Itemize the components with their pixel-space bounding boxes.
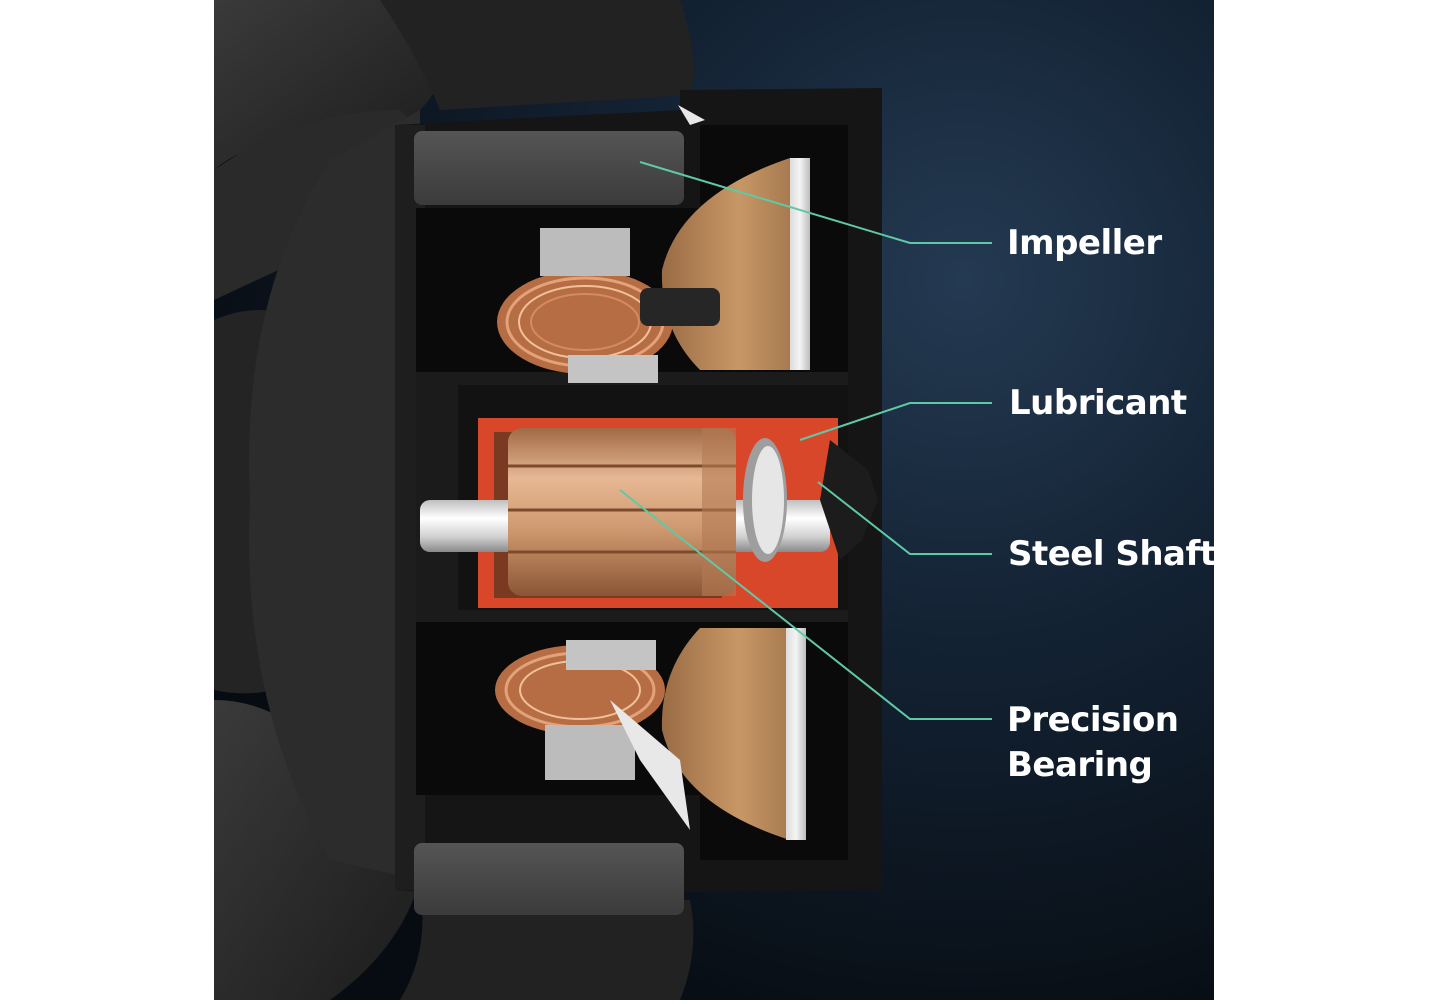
end-cap xyxy=(820,440,878,560)
label-lubricant: Lubricant xyxy=(1009,383,1187,423)
rotor-armature xyxy=(508,428,736,596)
leader-line-lubricant xyxy=(799,402,992,441)
bearing-washer xyxy=(743,438,787,562)
bottom-magnet xyxy=(414,843,684,915)
label-impeller: Impeller xyxy=(1007,223,1162,263)
label-steel-shaft: Steel Shaft xyxy=(1008,534,1216,574)
stator-coil-top xyxy=(497,228,720,383)
label-precision-bearing-line1: Precision xyxy=(1007,700,1179,740)
top-magnet xyxy=(414,131,684,205)
fan-blades xyxy=(214,0,694,1000)
leader-line-steel-shaft xyxy=(817,481,992,555)
label-precision-bearing-line2: Bearing xyxy=(1007,745,1153,785)
stator-coil-bottom xyxy=(495,640,690,830)
leader-line-impeller xyxy=(639,161,992,244)
leader-line-precision-bearing xyxy=(619,489,992,720)
leader-lines xyxy=(619,161,992,720)
